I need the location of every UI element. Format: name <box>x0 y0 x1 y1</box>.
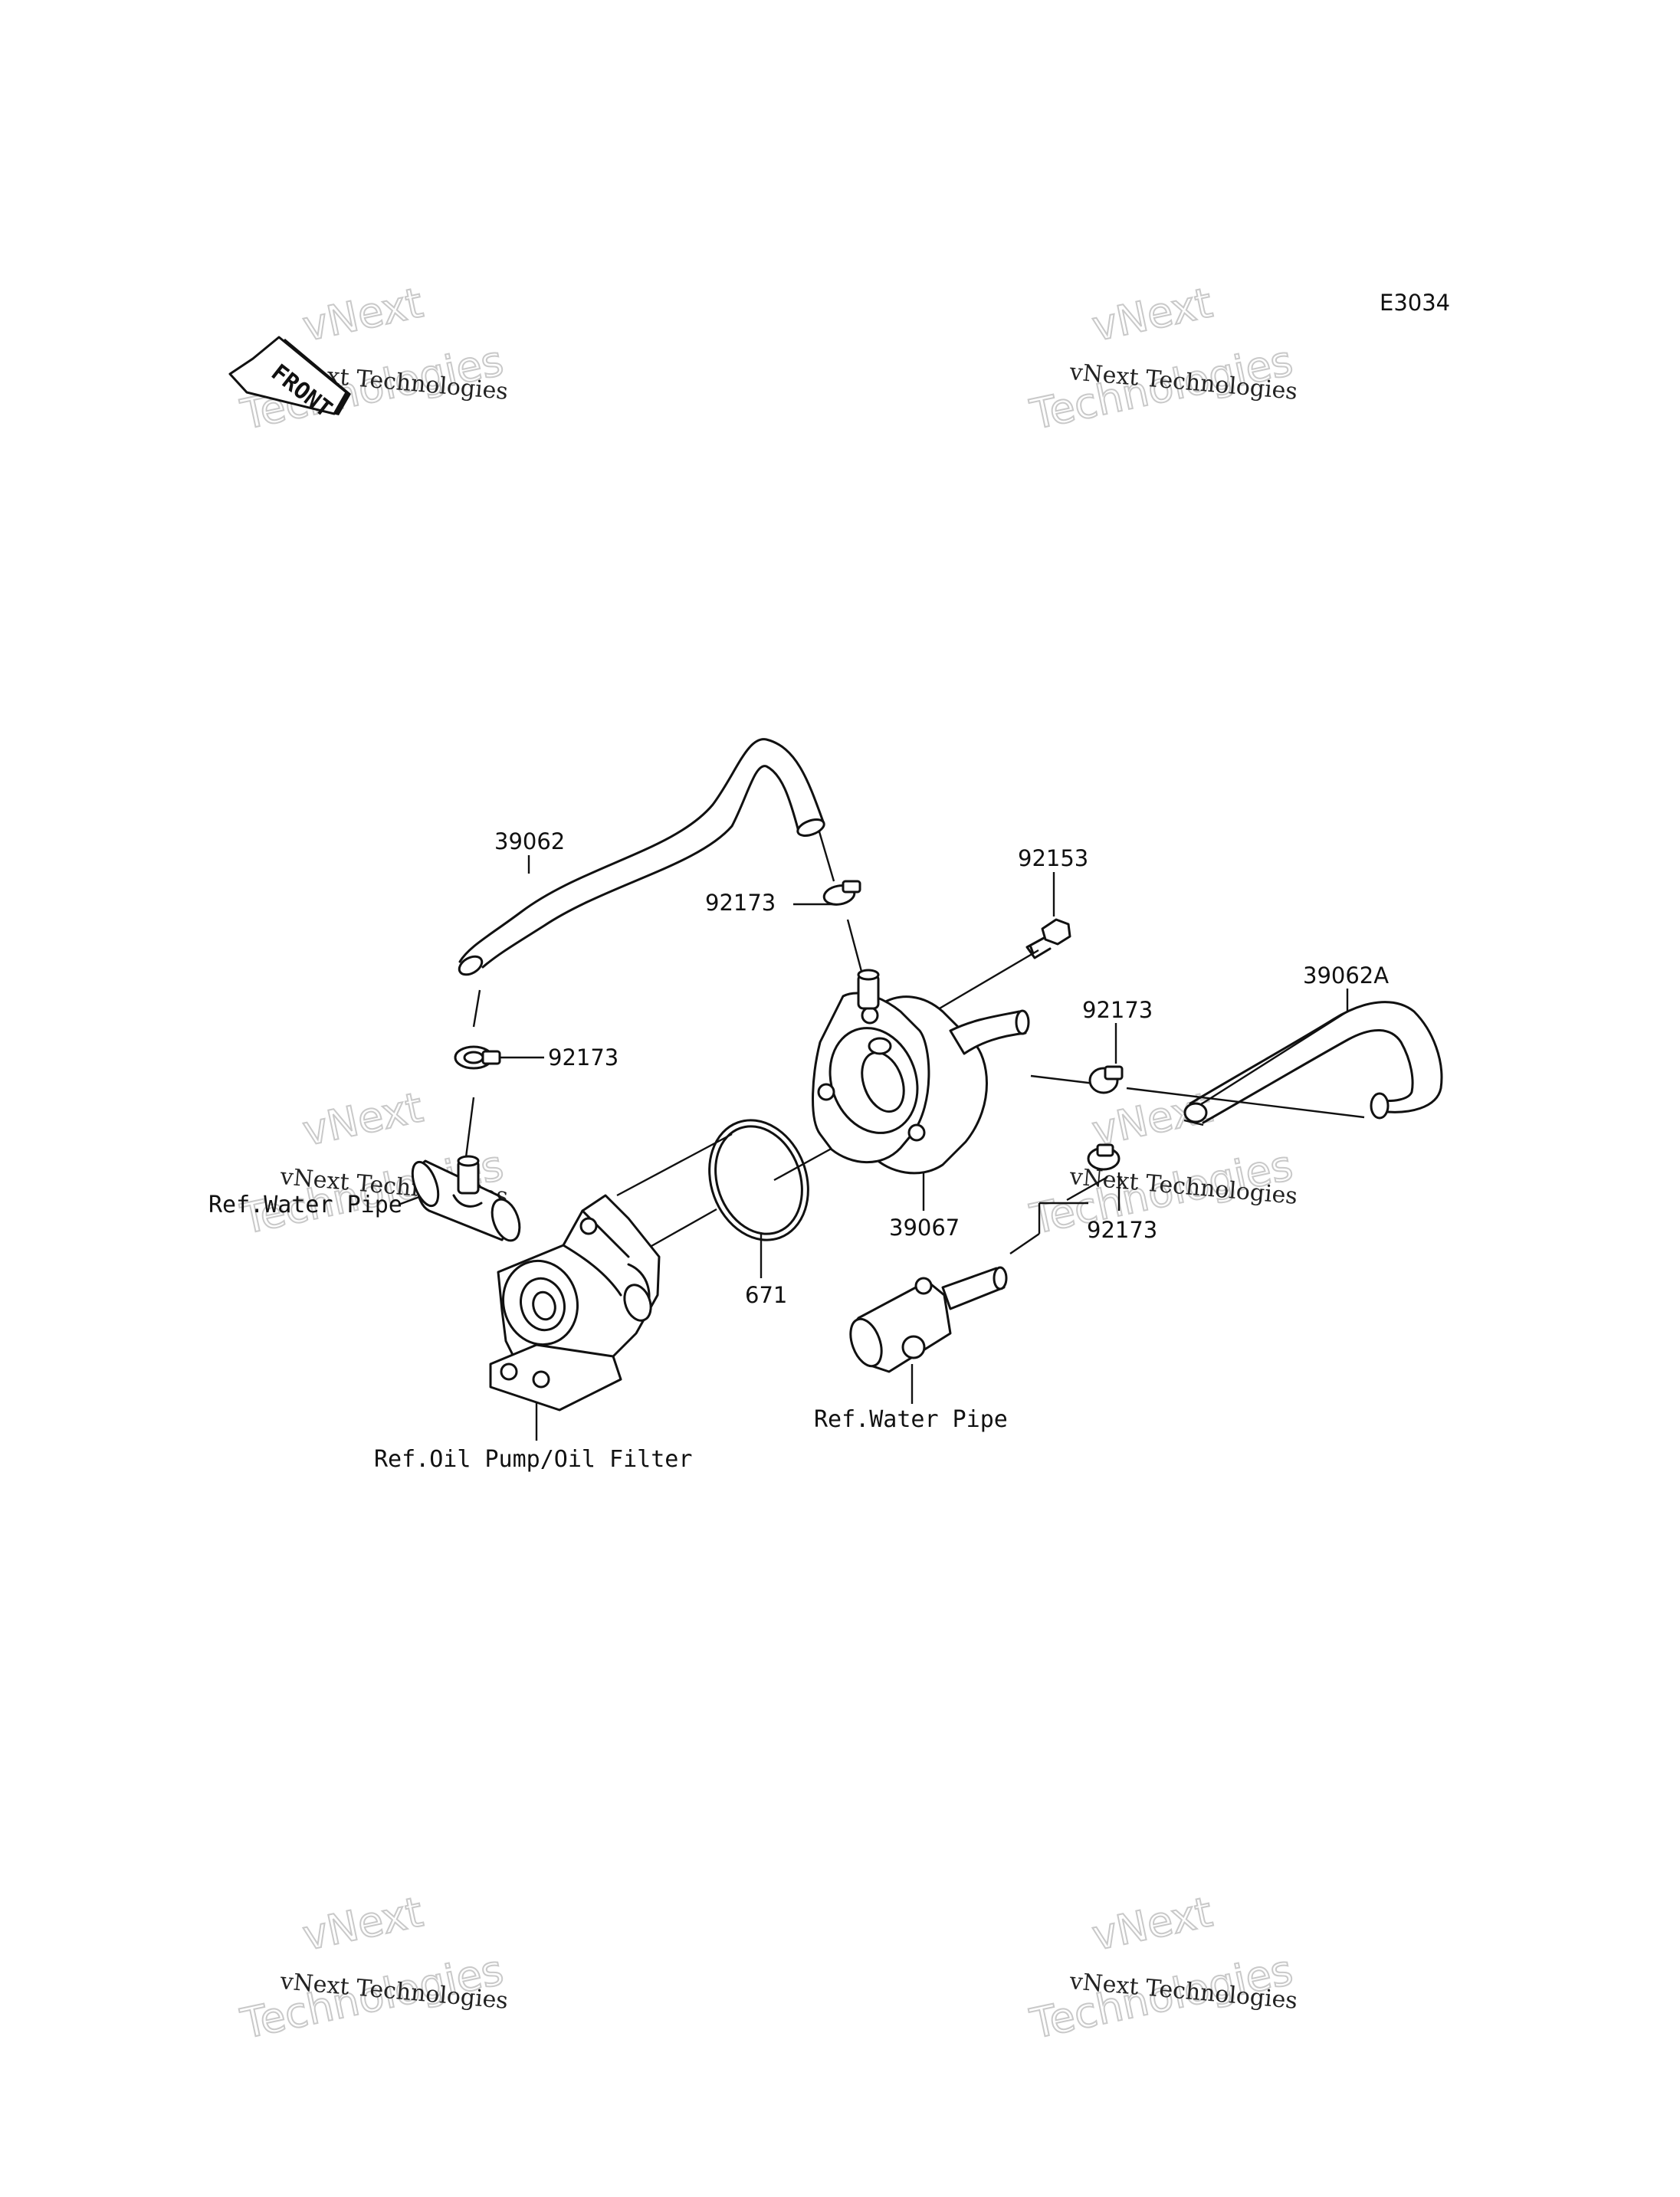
label-92153: 92153 <box>1018 845 1088 871</box>
watermark-bottom-right: vNext Technologies vNext Technologies <box>1025 1887 1299 2049</box>
label-92173-right-lower: 92173 <box>1087 1217 1157 1243</box>
bolt-92153-icon <box>1025 918 1071 959</box>
hose-39062 <box>458 738 825 976</box>
water-pipe-right <box>849 1266 1008 1373</box>
label-39062: 39062 <box>494 828 565 854</box>
svg-text:vNext: vNext <box>299 1887 427 1959</box>
o-ring-671-icon <box>708 1119 809 1241</box>
watermark-bottom-left: vNext Technologies vNext Technologies <box>236 1887 510 2049</box>
label-92173-top: 92173 <box>705 890 776 916</box>
label-ref-water-pipe-left: Ref.Water Pipe <box>208 1192 402 1218</box>
watermark-middle-right: vNext Technologies vNext Technologies <box>1025 1082 1299 1244</box>
oil-cooler-39067 <box>812 969 1030 1175</box>
svg-text:vNext: vNext <box>299 278 427 350</box>
label-ref-water-pipe-right: Ref.Water Pipe <box>814 1406 1008 1433</box>
label-39067: 39067 <box>889 1215 960 1241</box>
watermark-top-right: vNext Technologies vNext Technologies <box>1025 277 1299 440</box>
svg-text:vNext: vNext <box>299 1083 427 1155</box>
hose-39062A <box>1183 1001 1443 1124</box>
clamp-right-upper-icon <box>1088 1065 1124 1094</box>
clamp-right-lower-icon <box>1087 1143 1121 1171</box>
svg-text:vNext: vNext <box>1088 1887 1216 1959</box>
label-ref-oil-pump-oil-filter: Ref.Oil Pump/Oil Filter <box>374 1446 692 1473</box>
label-92173-left: 92173 <box>548 1044 619 1071</box>
oil-pump-oil-filter <box>489 1194 661 1412</box>
label-671: 671 <box>745 1282 787 1308</box>
clamp-left-icon <box>454 1045 501 1070</box>
clamp-top-icon <box>822 880 861 906</box>
diagram-code: E3034 <box>1380 290 1450 316</box>
label-92173-right-upper: 92173 <box>1082 997 1153 1023</box>
water-pipe-left <box>411 1155 521 1242</box>
svg-text:vNext: vNext <box>1088 278 1216 350</box>
label-39062A: 39062A <box>1303 962 1389 989</box>
